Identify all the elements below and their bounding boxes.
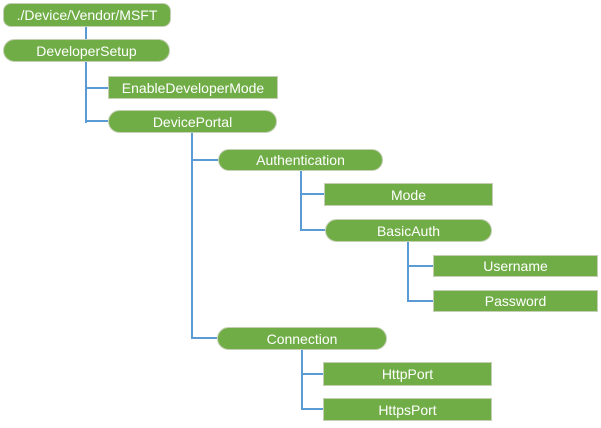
node-password: Password [433,290,598,312]
node-https-port: HttpsPort [323,398,492,421]
node-username: Username [433,255,598,277]
node-mode: Mode [324,183,493,206]
connector-to-httpsport [301,408,323,410]
connector-connection-vline [301,350,303,410]
node-http-port: HttpPort [323,362,492,386]
node-enable-developer-mode: EnableDeveloperMode [108,76,278,99]
connector-msft-developersetup [85,27,87,39]
connector-basicauth-vline [407,242,409,302]
connector-deviceportal-vline [191,133,193,339]
connector-to-connection [191,337,217,339]
connector-developersetup-vline [85,62,87,123]
connector-to-httpport [301,373,323,375]
connector-to-authentication [191,159,218,161]
connector-to-password [407,300,433,302]
connector-to-deviceportal [85,120,108,122]
node-connection: Connection [217,327,387,350]
connector-to-enabledevelopermode [85,87,108,89]
node-device-vendor-msft: ./Device/Vendor/MSFT [3,3,171,27]
node-device-portal: DevicePortal [108,110,277,133]
connector-authentication-vline [300,171,302,231]
connector-to-username [407,265,433,267]
node-developer-setup: DeveloperSetup [3,39,170,62]
connector-to-basicauth [300,229,325,231]
node-authentication: Authentication [218,149,383,171]
connector-to-mode [300,193,324,195]
node-basic-auth: BasicAuth [325,219,492,242]
